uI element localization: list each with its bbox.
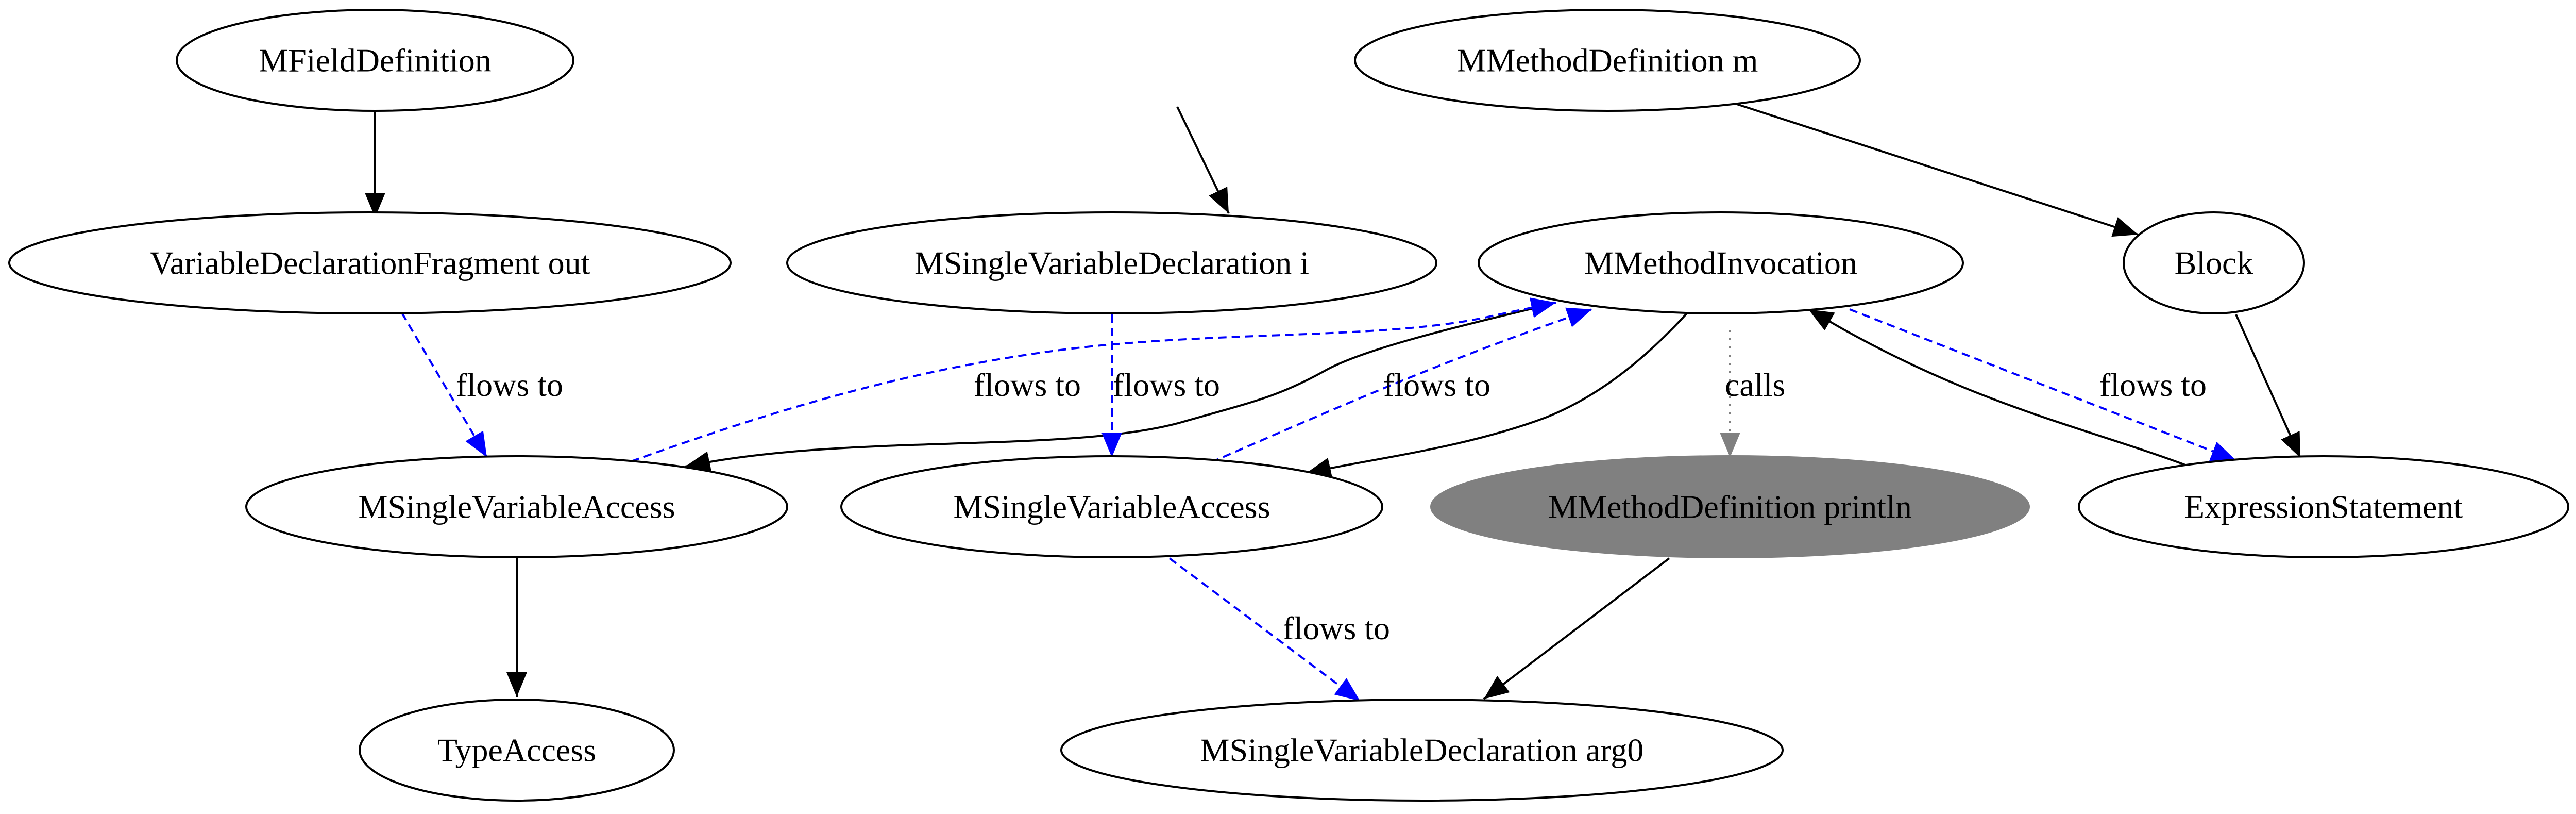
node-mfielddefinition[interactable]: MFieldDefinition [176,9,574,112]
edge-expressionstatement-to-mmethodinvocation [1808,308,2190,468]
node-label-mmethoddefinition-m: MMethodDefinition m [1457,42,1758,79]
edge-mmethodinvocation-to-msinglevariableaccess-mid [1306,312,1688,478]
node-label-variabledeclarationfragment-out: VariableDeclarationFragment out [150,245,590,281]
edge-variabledeclarationfragment-out-to-msinglevariableaccess-left [401,312,488,458]
node-label-msinglevariableaccess-left: MSingleVariableAccess [359,489,675,525]
node-label-mfielddefinition: MFieldDefinition [259,42,492,79]
node-mmethodinvocation[interactable]: MMethodInvocation [1478,211,1964,314]
edge-msinglevariableaccess-left-to-mmethodinvocation [631,297,1556,462]
node-msinglevariabledeclaration-arg0[interactable]: MSingleVariableDeclaration arg0 [1060,699,1784,802]
edge-label-calls: calls [1725,367,1785,403]
edge-msinglevariableaccess-mid-to-mmethodinvocation [1210,307,1592,463]
node-typeaccess[interactable]: TypeAccess [359,699,675,802]
node-msinglevariabledeclaration-i[interactable]: MSingleVariableDeclaration i [786,211,1437,314]
edge-mmethodinvocation-to-expressionstatement [1849,308,2236,461]
node-mmethoddefinition-println[interactable]: MMethodDefinition println [1430,455,2030,558]
node-label-typeaccess: TypeAccess [437,732,596,769]
edge-label-flow-access-mid-to-invocation: flows to [1383,367,1490,403]
edge-mmethoddefinition-m-to-block [1733,102,2139,237]
edge-mmethoddefinition-println-to-msinglevariabledeclaration-arg0 [1483,557,1670,700]
node-mmethoddefinition-m[interactable]: MMethodDefinition m [1354,9,1861,112]
edge-label-flow-invocation-to-expressionstatement: flows to [2099,367,2207,403]
edge-mmethodinvocation-to-msinglevariableaccess-left [685,303,1551,472]
node-label-msinglevariableaccess-mid: MSingleVariableAccess [954,489,1270,525]
edge-label-flow-i-to-access: flows to [1113,367,1220,403]
nodes-layer: MFieldDefinition MMethodDefinition m Var… [8,9,2569,802]
edge-label-flow-access-to-arg0: flows to [1283,610,1390,646]
node-msinglevariableaccess-mid[interactable]: MSingleVariableAccess [840,455,1383,558]
node-label-block: Block [2175,245,2253,281]
node-variabledeclarationfragment-out[interactable]: VariableDeclarationFragment out [8,211,732,314]
edge-labels-layer: flows to flows to flows to flows to call… [456,367,2207,646]
edges-layer [365,102,2301,702]
node-msinglevariableaccess-left[interactable]: MSingleVariableAccess [245,455,788,558]
node-label-expressionstatement: ExpressionStatement [2184,489,2463,525]
node-block[interactable]: Block [2123,211,2305,314]
edge-label-flow-out-to-access: flows to [456,367,563,403]
node-expressionstatement[interactable]: ExpressionStatement [2078,455,2569,558]
node-label-mmethodinvocation: MMethodInvocation [1584,245,1857,281]
node-label-mmethoddefinition-println: MMethodDefinition println [1548,489,1912,525]
node-label-msinglevariabledeclaration-arg0: MSingleVariableDeclaration arg0 [1200,732,1644,769]
edge-block-to-expressionstatement [2235,314,2301,458]
node-label-msinglevariabledeclaration-i: MSingleVariableDeclaration i [914,245,1309,281]
edge-label-flow-access-left-to-invocation: flows to [974,367,1081,403]
edge-mmethoddefinition-m-to-msinglevariabledeclaration-i [1176,106,1230,214]
